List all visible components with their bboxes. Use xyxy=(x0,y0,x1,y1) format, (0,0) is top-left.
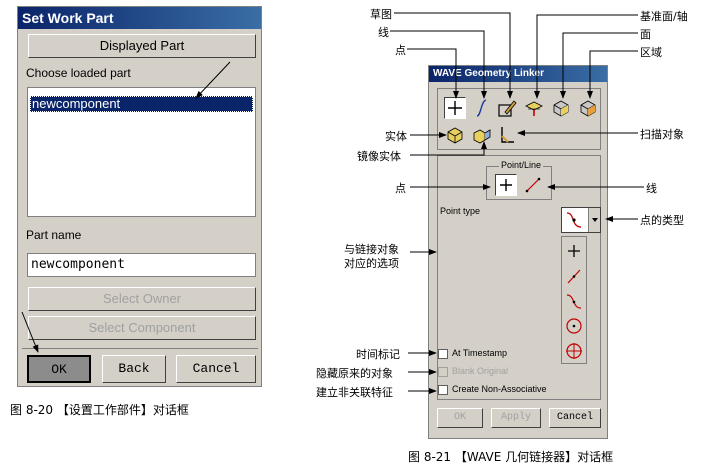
annotation-non-assoc: 建立非关联特征 xyxy=(316,386,393,399)
dialog-title: Set Work Part xyxy=(18,7,261,29)
back-button[interactable]: Back xyxy=(102,355,166,383)
point-option-icon[interactable] xyxy=(564,240,584,262)
annotation-point-type: 点的类型 xyxy=(640,214,684,227)
point-type-dropdown[interactable] xyxy=(561,207,601,233)
annotation-line-top: 线 xyxy=(378,26,389,39)
select-component-button[interactable]: Select Component xyxy=(28,316,256,340)
loaded-part-list[interactable]: newcomponent xyxy=(27,87,256,217)
datum-type-button[interactable] xyxy=(523,97,545,119)
arc-center-option-icon[interactable] xyxy=(564,340,584,362)
annotation-face: 面 xyxy=(640,28,651,41)
annotation-hide-original: 隐藏原来的对象 xyxy=(316,367,393,380)
options-area xyxy=(437,155,601,400)
blank-original-checkbox[interactable] xyxy=(438,367,448,377)
divider xyxy=(22,348,258,349)
line-subtype-button[interactable] xyxy=(522,174,544,196)
circle-center-option-icon[interactable] xyxy=(564,315,584,337)
curve-icon xyxy=(476,99,487,117)
at-timestamp-checkbox[interactable] xyxy=(438,349,448,359)
cancel-button[interactable]: Cancel xyxy=(549,408,601,428)
annotation-solid: 实体 xyxy=(385,130,407,143)
point-type-label: Point type xyxy=(440,206,481,216)
line-type-button[interactable] xyxy=(471,97,493,119)
create-non-associative-checkbox[interactable] xyxy=(438,385,448,395)
create-non-associative-label: Create Non-Associative xyxy=(452,384,547,394)
figure-caption-8-20: 图 8-20 【设置工作部件】对话框 xyxy=(10,403,189,417)
wave-geometry-linker-dialog: WAVE Geometry Linker Point/Line Point ty… xyxy=(428,65,608,439)
annotation-options-line1: 与链接对象 xyxy=(344,243,399,256)
point-line-group-label: Point/Line xyxy=(499,160,544,170)
mirror-solid-type-button[interactable] xyxy=(471,124,493,146)
choose-loaded-part-label: Choose loaded part xyxy=(26,66,131,80)
mirror-solid-icon xyxy=(473,129,491,144)
point-type-options xyxy=(561,236,587,364)
sketch-type-button[interactable] xyxy=(496,97,518,119)
type-toolbar xyxy=(437,88,601,150)
line-point-option-icon[interactable] xyxy=(564,265,584,287)
curve-point-option-icon[interactable] xyxy=(564,290,584,312)
face-type-button[interactable] xyxy=(550,97,572,119)
annotation-sketch: 草图 xyxy=(370,8,392,21)
part-name-field[interactable]: newcomponent xyxy=(27,253,256,277)
solid-icon xyxy=(447,127,463,144)
select-owner-button[interactable]: Select Owner xyxy=(28,287,256,311)
face-icon xyxy=(553,100,569,117)
plus-icon xyxy=(500,179,512,191)
solid-type-button[interactable] xyxy=(444,124,466,146)
list-item[interactable]: newcomponent xyxy=(30,96,253,112)
chevron-down-icon[interactable] xyxy=(588,208,600,232)
cancel-button[interactable]: Cancel xyxy=(176,355,256,383)
annotation-point-mid: 点 xyxy=(395,182,406,195)
annotation-sweep-object: 扫描对象 xyxy=(640,128,684,141)
region-icon xyxy=(580,100,596,117)
plus-icon xyxy=(448,101,462,115)
annotation-region: 区域 xyxy=(640,46,662,59)
annotation-mirror-solid: 镜像实体 xyxy=(357,150,401,163)
point-subtype-button[interactable] xyxy=(495,174,517,196)
displayed-part-button[interactable]: Displayed Part xyxy=(28,34,256,58)
figure-caption-8-21: 图 8-21 【WAVE 几何链接器】对话框 xyxy=(408,450,614,464)
blank-original-label: Blank Original xyxy=(452,366,509,376)
ok-button[interactable]: OK xyxy=(27,355,91,383)
apply-button[interactable]: Apply xyxy=(491,408,541,428)
datum-plane-icon xyxy=(525,101,543,116)
annotation-options-line2: 对应的选项 xyxy=(344,257,399,270)
set-work-part-dialog: Set Work Part Displayed Part Choose load… xyxy=(17,6,262,387)
annotation-line-mid: 线 xyxy=(646,182,657,195)
region-type-button[interactable] xyxy=(577,97,599,119)
ok-button[interactable]: OK xyxy=(437,408,483,428)
curve-point-icon xyxy=(566,212,582,228)
annotation-point-top: 点 xyxy=(395,44,406,57)
line-segment-icon xyxy=(525,177,541,193)
annotation-timestamp: 时间标记 xyxy=(356,348,400,361)
sweep-type-button[interactable] xyxy=(496,124,518,146)
at-timestamp-label: At Timestamp xyxy=(452,348,508,358)
sweep-icon xyxy=(501,127,514,143)
annotation-datum-plane-axis: 基准面/轴 xyxy=(640,10,688,23)
sketch-icon xyxy=(498,100,517,117)
part-name-label: Part name xyxy=(26,228,82,242)
